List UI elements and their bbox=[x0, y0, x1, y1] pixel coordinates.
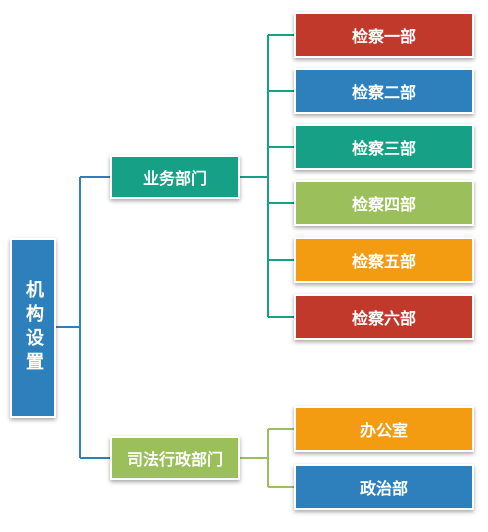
leaf-political: 政治部 bbox=[294, 464, 474, 510]
branch-business: 业务部门 bbox=[110, 155, 240, 199]
leaf-dept-3: 检察三部 bbox=[294, 124, 474, 170]
branch-admin: 司法行政部门 bbox=[110, 436, 240, 480]
leaf-office: 办公室 bbox=[294, 406, 474, 452]
leaf-dept-2: 检察二部 bbox=[294, 68, 474, 114]
leaf-dept-4: 检察四部 bbox=[294, 180, 474, 226]
leaf-dept-5: 检察五部 bbox=[294, 237, 474, 283]
root-node: 机构设置 bbox=[10, 238, 56, 418]
leaf-dept-1: 检察一部 bbox=[294, 12, 474, 58]
leaf-dept-6: 检察六部 bbox=[294, 294, 474, 340]
